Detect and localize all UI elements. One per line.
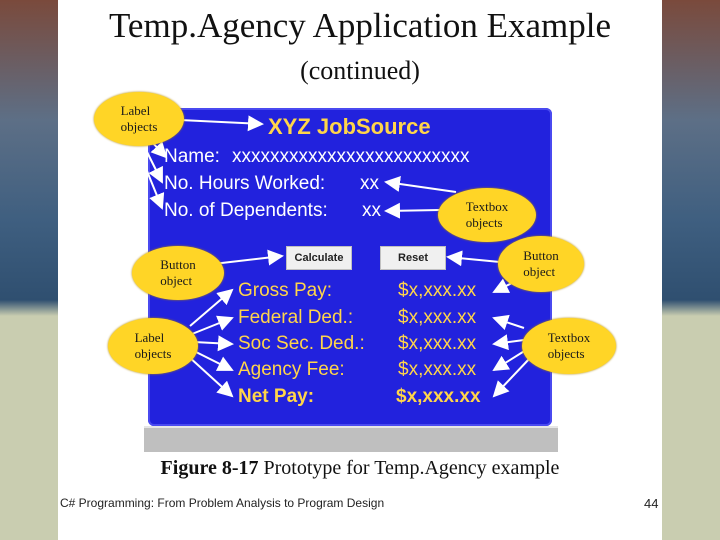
name-label: Name:: [164, 146, 220, 167]
footer-book-title: C# Programming: From Problem Analysis to…: [60, 496, 385, 510]
federal-ded-label: Federal Ded.:: [238, 307, 354, 328]
hours-label: No. Hours Worked:: [164, 173, 326, 194]
agency-fee-label: Agency Fee:: [238, 359, 345, 380]
left-decor-strip: [0, 0, 58, 540]
callout-button-object-right: Button object: [498, 236, 584, 292]
soc-sec-ded-textbox[interactable]: $x,xxx.xx: [398, 333, 477, 354]
form-heading: XYZ JobSource: [268, 114, 431, 139]
form-bottom-bar: [144, 426, 558, 452]
net-pay-label: Net Pay:: [238, 386, 315, 407]
name-textbox[interactable]: xxxxxxxxxxxxxxxxxxxxxxxxx: [232, 146, 470, 167]
reset-button[interactable]: Reset: [380, 246, 446, 270]
slide-title: Temp.Agency Application Example: [109, 6, 611, 45]
figure-caption-text: Prototype for Temp.Agency example: [258, 457, 560, 479]
callout-text: Button object: [523, 248, 559, 279]
callout-text: Textbox objects: [465, 199, 509, 230]
page-number: 44: [644, 496, 659, 511]
callout-label-objects-bottom: Label objects: [108, 318, 198, 374]
callout-text: Button object: [160, 257, 196, 288]
soc-sec-ded-label: Soc Sec. Ded.:: [238, 333, 365, 354]
dependents-textbox[interactable]: xx: [362, 200, 381, 221]
federal-ded-textbox[interactable]: $x,xxx.xx: [398, 307, 477, 328]
gross-pay-textbox[interactable]: $x,xxx.xx: [398, 280, 477, 301]
dependents-label: No. of Dependents:: [164, 200, 328, 221]
callout-label-objects-top: Label objects: [94, 92, 184, 146]
figure-number: Figure 8-17: [160, 457, 259, 479]
callout-text: Textbox objects: [547, 330, 591, 361]
slide-subtitle: (continued): [300, 56, 420, 85]
figure-caption: Figure 8-17 Prototype for Temp.Agency ex…: [0, 457, 720, 480]
gross-pay-label: Gross Pay:: [238, 280, 332, 301]
callout-textbox-objects-bottom: Textbox objects: [522, 318, 616, 374]
calculate-button[interactable]: Calculate: [286, 246, 352, 270]
callout-text: Label objects: [120, 103, 158, 134]
callout-textbox-objects-top: Textbox objects: [438, 188, 536, 242]
net-pay-textbox[interactable]: $x,xxx.xx: [396, 386, 481, 407]
agency-fee-textbox[interactable]: $x,xxx.xx: [398, 359, 477, 380]
callout-text: Label objects: [134, 330, 172, 361]
right-decor-strip: [662, 0, 720, 540]
hours-textbox[interactable]: xx: [360, 173, 379, 194]
callout-button-object-left: Button object: [132, 246, 224, 300]
